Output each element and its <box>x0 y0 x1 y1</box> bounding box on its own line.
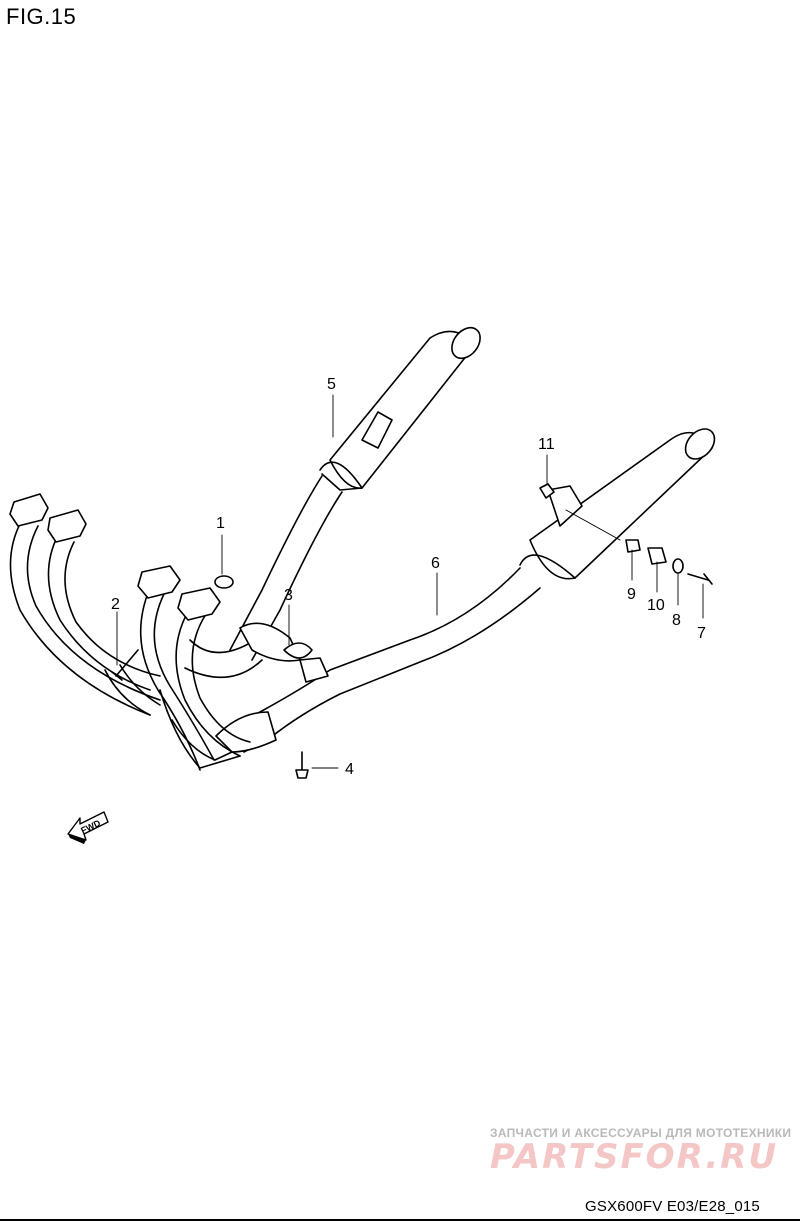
exhaust-flanges <box>9 493 221 621</box>
callout-6[interactable]: 6 <box>431 555 440 572</box>
fwd-arrow-icon: FWD <box>67 811 109 844</box>
callout-8[interactable]: 8 <box>672 612 681 629</box>
callout-4[interactable]: 4 <box>345 761 354 778</box>
callout-1[interactable]: 1 <box>216 515 225 532</box>
figure-title: FIG.15 <box>6 4 77 29</box>
callout-9[interactable]: 9 <box>627 586 636 603</box>
diagram-code: GSX600FV E03/E28_015 <box>585 1198 760 1215</box>
callout-7[interactable]: 7 <box>697 625 706 642</box>
collector <box>104 622 301 769</box>
watermark-logo: PARTSFOR.RU <box>490 1137 778 1176</box>
callout-2[interactable]: 2 <box>111 596 120 613</box>
link-pipe-upper <box>229 475 343 661</box>
leader-lines <box>116 394 704 769</box>
watermark-logo-text: PARTSFOR.RU <box>490 1137 778 1176</box>
watermark-caption: ЗАПЧАСТИ И АКСЕССУАРЫ ДЛЯ МОТОТЕХНИКИ <box>490 1126 792 1140</box>
mounting-hardware <box>539 483 713 585</box>
muffler-upper <box>319 326 481 491</box>
muffler-lower <box>519 428 716 580</box>
header-pipes <box>9 519 251 771</box>
gasket <box>214 575 234 589</box>
main-pipe-lower <box>215 567 541 753</box>
bottom-border <box>0 1219 800 1221</box>
bolt-flange <box>111 649 139 681</box>
clamp <box>283 642 313 659</box>
callout-10[interactable]: 10 <box>647 597 665 614</box>
callout-11[interactable]: 11 <box>538 436 555 453</box>
callout-5[interactable]: 5 <box>327 376 336 393</box>
bolt-clamp <box>295 751 309 779</box>
callout-3[interactable]: 3 <box>284 587 293 604</box>
